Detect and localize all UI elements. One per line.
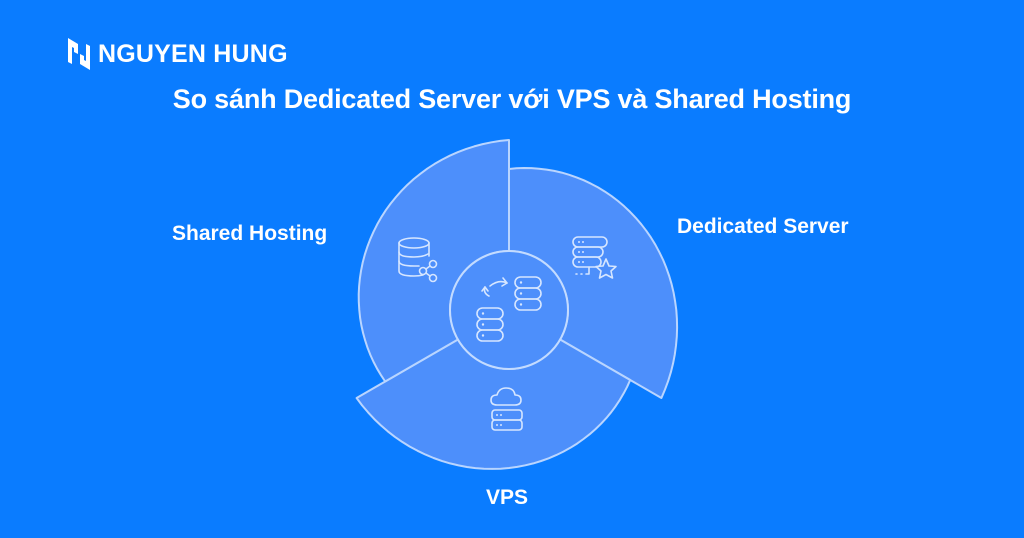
page-title: So sánh Dedicated Server với VPS và Shar…: [172, 84, 852, 114]
label-shared-hosting: Shared Hosting: [172, 222, 328, 245]
server-star-icon: [572, 236, 617, 279]
nh-monogram-icon: [68, 38, 90, 70]
brand-name: NGUYEN HUNG: [98, 39, 288, 68]
label-dedicated-server: Dedicated Server: [677, 215, 849, 238]
center-hub: [449, 250, 569, 370]
cloud-server-icon: [490, 387, 523, 431]
brand-logo: NGUYEN HUNG: [66, 34, 288, 74]
database-share-icon: [398, 237, 438, 283]
server-sync-icon: [476, 276, 542, 342]
label-vps: VPS: [486, 486, 529, 509]
